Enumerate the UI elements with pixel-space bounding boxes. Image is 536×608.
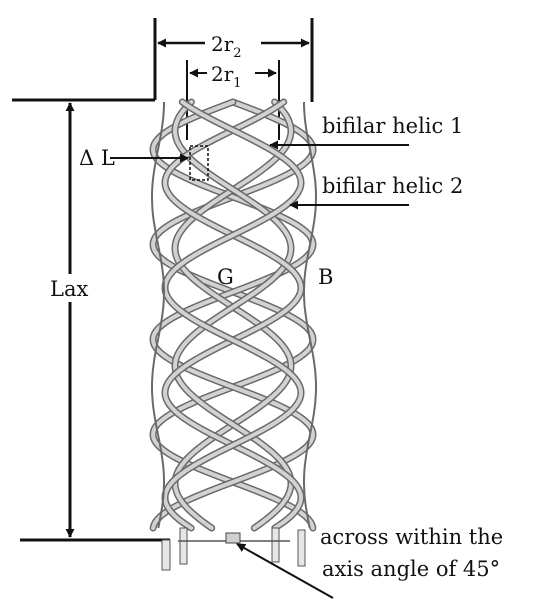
helix-strands [149,98,317,532]
outer-label-mask [205,32,261,56]
envelope-edge-left [151,102,165,529]
delta-l-box [189,145,209,181]
mid-strand-b [162,100,304,530]
lax-dimension: Lax [46,102,98,538]
helix-callouts: bifilar helic 1 bifilar helic 2 [269,114,463,210]
g-label: G [217,265,234,289]
reference-lines [12,98,170,542]
delta-l-marker: Δ L [79,145,209,181]
lax-label-mask [46,274,98,302]
b-label: B [318,265,333,289]
angle-note-arrow [236,543,334,599]
strand-end-left [161,539,171,571]
inner-label-mask [207,62,255,84]
inner-strand-a [172,100,294,530]
crossing-joint [225,532,241,544]
helix-2-label: bifilar helic 2 [322,174,463,198]
angle-note-line2: axis angle of 45° [322,557,500,581]
outer-diameter-dimension: 2r2 [153,18,314,102]
helix-1-label: bifilar helic 1 [322,114,463,138]
bottom-strand-ends [161,527,306,571]
mid-strand-a [162,100,304,530]
lax-label: Lax [50,277,88,301]
inner-diameter-label: 2r1 [211,62,242,91]
strand-end-right [297,529,306,567]
inner-diameter-dimension: 2r1 [186,60,280,140]
delta-l-label: Δ L [79,146,115,170]
angle-note-line1: across within the [320,525,503,549]
outer-diameter-label: 2r2 [211,32,242,61]
outer-strand-b [150,100,316,530]
strand-end-left-inner [179,527,188,565]
strand-end-right-inner [271,527,280,563]
angle-note: across within the axis angle of 45° [236,525,503,599]
outer-strand-a [150,100,316,530]
envelope-edge-right [303,102,317,529]
